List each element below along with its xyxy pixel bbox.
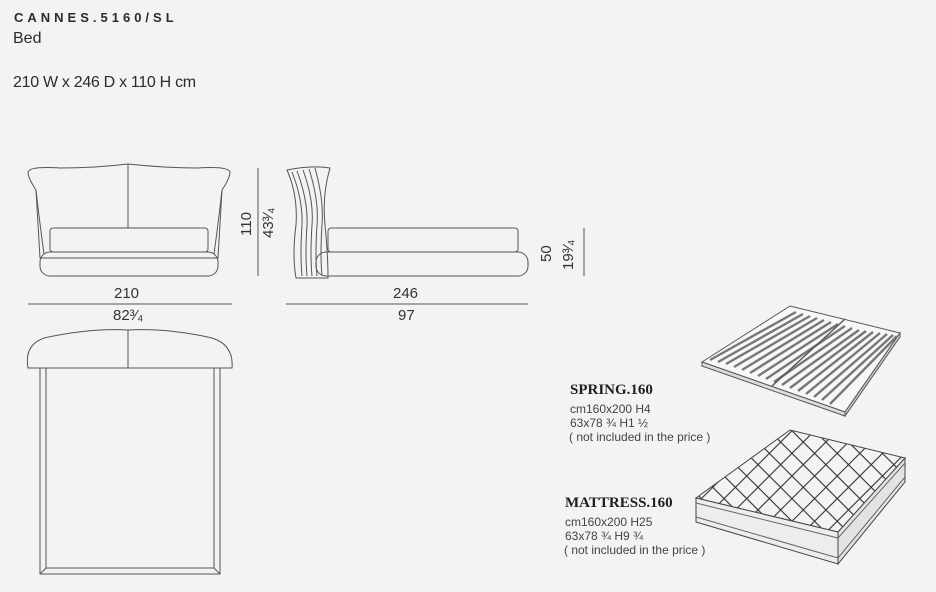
side-view-drawing <box>286 166 529 279</box>
mattress-size-cm: cm160x200 H25 <box>565 515 653 529</box>
spring-base-illustration <box>700 305 901 418</box>
product-code: CANNES.5160/SL <box>14 10 178 25</box>
side-height-cm: 50 <box>538 245 555 262</box>
product-dimensions: 210 W x 246 D x 110 H cm <box>13 74 196 91</box>
front-view-drawing <box>27 163 231 277</box>
mattress-size-in: 63x78 ¾ H9 ¾ <box>565 529 644 543</box>
side-height-in: 19³⁄₄ <box>560 239 577 270</box>
side-depth-in: 97 <box>398 307 415 324</box>
top-view-drawing <box>26 329 233 575</box>
front-height-cm: 110 <box>238 212 255 236</box>
front-width-cm: 210 <box>114 285 140 302</box>
mattress-illustration <box>694 429 906 566</box>
spring-title: SPRING.160 <box>570 382 653 398</box>
product-type: Bed <box>13 30 42 47</box>
mattress-note: ( not included in the price ) <box>564 543 706 557</box>
spring-size-cm: cm160x200 H4 <box>570 402 651 416</box>
spring-size-in: 63x78 ¾ H1 ½ <box>570 416 649 430</box>
front-height-in: 43³⁄₄ <box>260 207 277 238</box>
spring-note: ( not included in the price ) <box>569 430 711 444</box>
side-depth-cm: 246 <box>393 285 419 302</box>
mattress-title: MATTRESS.160 <box>565 495 673 511</box>
front-width-in: 82³⁄₄ <box>113 307 144 324</box>
